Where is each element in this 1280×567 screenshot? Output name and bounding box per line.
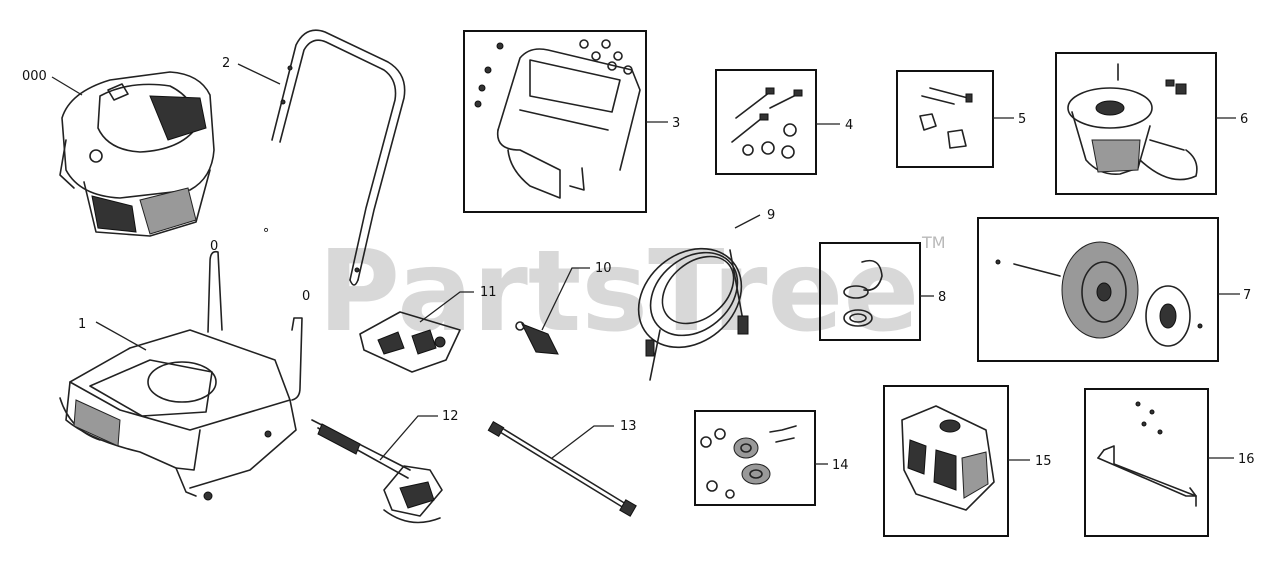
callout-nozzle: 10 (595, 261, 612, 276)
svg-text:0: 0 (302, 289, 310, 304)
bolt-kit-a-box[interactable] (715, 69, 817, 175)
tank-illustration (901, 405, 995, 511)
callout-wheel-kit: 7 (1243, 288, 1251, 303)
callout-handle: 2 (222, 56, 230, 71)
frame-illustration[interactable]: 0 0 (59, 239, 310, 501)
pump-kit-box[interactable] (694, 410, 816, 506)
callout-bolt-kit-b: 5 (1018, 112, 1026, 127)
callout-panel: 3 (672, 116, 680, 131)
pump-kit-illustration (700, 425, 797, 499)
callout-nozzle-holder: 11 (480, 285, 497, 300)
nozzle-illustration[interactable] (515, 267, 590, 355)
bracket-box[interactable] (1084, 388, 1209, 537)
spray-gun-illustration[interactable] (311, 415, 443, 524)
callout-engine: 000 (22, 69, 47, 84)
callout-tank: 15 (1035, 454, 1052, 469)
bolt-kit-b-box[interactable] (896, 70, 994, 168)
watermark-tm: TM (921, 233, 946, 252)
callout-bracket: 16 (1238, 452, 1255, 467)
tank-box[interactable] (883, 385, 1009, 537)
bracket-illustration (1097, 401, 1197, 507)
wheel-kit-illustration (995, 241, 1203, 347)
lance-illustration[interactable] (487, 420, 637, 517)
wheel-kit-box[interactable] (977, 217, 1219, 362)
callout-lance: 13 (620, 419, 637, 434)
callout-frame: 1 (78, 317, 86, 332)
oring-kit-illustration (843, 259, 883, 327)
bolt-kit-b-illustration (919, 87, 973, 149)
engine-illustration[interactable] (51, 71, 215, 237)
bolt-kit-a-illustration (731, 87, 803, 159)
pump-box[interactable] (1055, 52, 1217, 195)
pump-illustration (1067, 63, 1198, 181)
hose-illustration[interactable] (619, 214, 761, 381)
nozzle-holder-illustration[interactable] (359, 291, 474, 373)
callout-spray-gun: 12 (442, 409, 459, 424)
watermark-text: PartsTree (318, 227, 919, 357)
callout-hose: 9 (767, 208, 775, 223)
panel-illustration (474, 39, 641, 199)
callout-pump: 6 (1240, 112, 1248, 127)
handle-illustration[interactable]: ∘ (237, 29, 406, 286)
callout-bolt-kit-a: 4 (845, 118, 853, 133)
callout-pump-kit: 14 (832, 458, 849, 473)
oring-kit-box[interactable] (819, 242, 921, 341)
svg-text:0: 0 (210, 239, 218, 254)
panel-kit-box[interactable] (463, 30, 647, 213)
svg-text:∘: ∘ (262, 223, 270, 238)
callout-oring-kit: 8 (938, 290, 946, 305)
